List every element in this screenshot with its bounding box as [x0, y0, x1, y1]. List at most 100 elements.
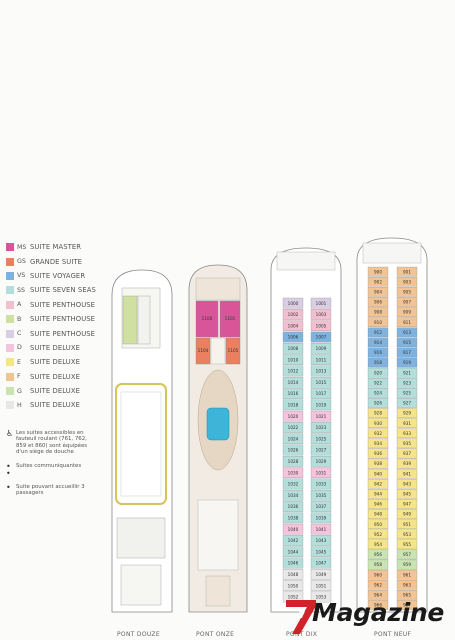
- cabin: [396, 539, 418, 550]
- cabin-number: 1048: [288, 572, 299, 577]
- legend-name: SUITE VOYAGER: [30, 271, 86, 280]
- cabin: [282, 489, 304, 501]
- cabin: [310, 376, 332, 388]
- legend-name: SUITE DELUXE: [30, 387, 81, 396]
- legend-name: SUITE DELUXE: [30, 372, 81, 381]
- legend-swatch: [6, 315, 14, 324]
- seven-logo-mark: 7: [286, 600, 316, 634]
- cabin: [396, 317, 418, 327]
- cabin-number: 912: [374, 330, 382, 335]
- cabin-number: 1014: [288, 380, 299, 385]
- cabin: [367, 448, 389, 459]
- cabin: [367, 600, 389, 610]
- cabin: [310, 569, 332, 580]
- cabin-number: 943: [403, 481, 411, 486]
- caption-pont-onze: PONT ONZE: [196, 631, 235, 638]
- cabin-number: 1017: [316, 391, 327, 396]
- cabin: [396, 438, 418, 449]
- cabin-number: 941: [403, 471, 411, 476]
- cabin-number: 916: [374, 350, 382, 355]
- cabin-number: 951: [403, 522, 411, 527]
- logo-wordmark: Magazine: [312, 598, 444, 627]
- cabin: [396, 478, 418, 489]
- cabin: [310, 410, 332, 422]
- cabin-number: 931: [403, 421, 411, 426]
- cabin: [367, 529, 389, 540]
- cabin: [310, 331, 332, 343]
- cabin-number: 1028: [288, 459, 299, 464]
- cabin: [282, 410, 304, 422]
- cabin: [396, 357, 418, 368]
- cabin-number: 1036: [288, 504, 299, 509]
- cabin: [367, 418, 389, 428]
- cabin: [310, 433, 332, 445]
- legend-code: MS: [17, 243, 27, 251]
- cabin: [367, 266, 389, 277]
- cabin-number: 1022: [288, 425, 299, 430]
- cabin-number: 928: [374, 411, 382, 416]
- cabin-number: 938: [374, 461, 382, 466]
- cabin: [396, 367, 418, 378]
- legend-code: E: [17, 358, 21, 366]
- legend-swatch: [6, 401, 14, 410]
- cabin-number: 1033: [316, 482, 327, 487]
- cabin: [396, 297, 418, 307]
- cabin: [396, 579, 418, 590]
- legend-swatch: [6, 300, 14, 309]
- cabin-number: 946: [374, 502, 382, 507]
- cabin: [310, 343, 332, 354]
- legend-swatch: [6, 286, 14, 295]
- cabin-number: 1042: [288, 538, 299, 543]
- cabin-number: 920: [374, 370, 382, 375]
- legend-code: H: [17, 401, 22, 409]
- cabin: [396, 519, 418, 529]
- cabin: [282, 320, 304, 332]
- cabin-number: 944: [374, 491, 382, 496]
- cabin-number: 1020: [288, 414, 299, 419]
- cabin-number: 964: [374, 592, 382, 597]
- cabin: [367, 559, 389, 570]
- cabin-number: 1050: [288, 583, 299, 588]
- cabin: [367, 438, 389, 449]
- caption-pont-dix: PONT DIX: [286, 631, 318, 638]
- cabin-number: 913: [403, 330, 411, 335]
- cabin-number: 952: [374, 532, 382, 537]
- cabin-number: 1023: [316, 425, 327, 430]
- cabin: [367, 347, 389, 358]
- cabin-number: 1019: [316, 402, 327, 407]
- cabin: [367, 509, 389, 519]
- note-accessible: ♿ Les suites accessibles en fauteuil rou…: [6, 429, 88, 456]
- note-connecting: •• Suites communiquantes: [6, 461, 82, 478]
- legend-code: SS: [17, 286, 25, 294]
- cabin-number: 942: [374, 481, 382, 486]
- cabin: [282, 309, 304, 320]
- cabin: [282, 444, 304, 456]
- cabin: [367, 579, 389, 590]
- cabin-number: 1052: [288, 595, 299, 600]
- cabin-number: 908: [374, 310, 382, 315]
- cabin: [282, 297, 304, 309]
- cabin: [310, 501, 332, 512]
- cabin-number: 906: [374, 300, 382, 305]
- cabin-number: 958: [374, 562, 382, 567]
- cabin-number: 932: [374, 431, 382, 436]
- cabin-number: 1000: [288, 301, 299, 306]
- cabin-number: 1100: [202, 316, 213, 321]
- cabin: [396, 600, 418, 610]
- cabin: [367, 519, 389, 529]
- cabin-number: 929: [403, 411, 411, 416]
- cabin-number: 1018: [288, 402, 299, 407]
- cabin: [396, 418, 418, 428]
- legend-swatch: [6, 257, 14, 266]
- cabin-number: 1015: [316, 380, 327, 385]
- cabin: [396, 458, 418, 469]
- cabin: [282, 399, 304, 411]
- cabin-number: 954: [374, 542, 382, 547]
- cabin: [310, 523, 332, 535]
